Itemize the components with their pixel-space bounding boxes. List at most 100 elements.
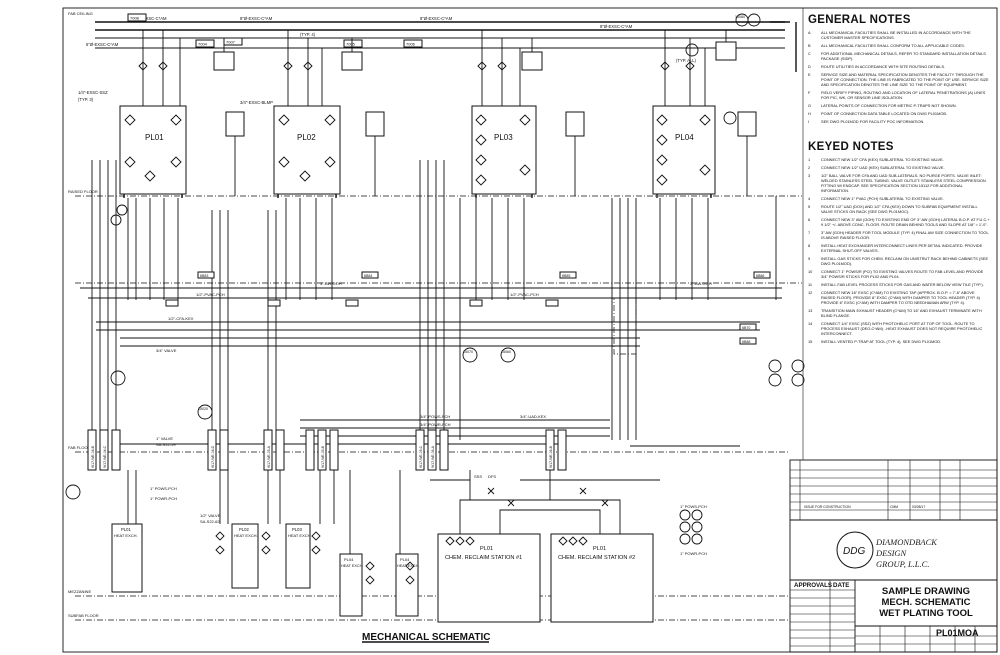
keyed-note-id: 7 (808, 230, 811, 236)
header-8in-label-c: 8"Ø-EXSC-C*AM (600, 24, 633, 29)
fab-ceiling-label: FAB CEILING (68, 11, 93, 16)
hx-pl03-tag: PL03 (292, 527, 302, 532)
riser-tag-5: W17-WE-05-B (321, 445, 325, 468)
damper-symbols (138, 61, 695, 71)
chem-reclaim-station-1: PL01 CHEM. RECLAIM STATION #1 (437, 533, 541, 623)
pvac-pch-label: 1/2"-PVAC-PCH (196, 292, 225, 297)
general-note-text: POINT OF CONNECTION DATA TABLE LOCATED O… (821, 111, 948, 117)
general-note-id: C (808, 51, 811, 57)
general-note-text: LATERAL POINTS OF CONNECTION FOR METRIC … (821, 103, 957, 109)
general-note-text: ALL MECHANICAL FACILITIES SHALL CONFORM … (821, 43, 965, 48)
station-piping (430, 470, 660, 534)
exsc-blmp-label: 3/4"-EXSC-BLMP (240, 100, 273, 105)
hx-pl04b-tag: PL04 (400, 557, 410, 562)
issue-text: ISSUE FOR CONSTRUCTION (804, 505, 851, 509)
keyed-note-id: 5 (808, 204, 811, 210)
tag-15070: 15070 (463, 350, 473, 354)
keyed-note: 7 3" AW (GOH) HEADER FOR TOOL MODULE (TYP… (806, 230, 990, 241)
keyed-note-id: 13 (808, 308, 813, 314)
keyed-note-id: 14 (808, 321, 813, 327)
exsc-6in-label: 6"Ø-EXSC-C*AM (86, 42, 119, 47)
keyed-note-text: CONNECT 1/4" EXSC (SSZ) WITH PHOTOHELIC … (821, 321, 983, 337)
keyed-note-id: 2 (808, 165, 811, 171)
exsc-ssz-label: 1/4"-EXSC-SSZ (78, 90, 108, 95)
drawing-title: SAMPLE DRAWING MECH. SCHEMATIC WET PLATI… (856, 586, 996, 619)
tag-6b83: 6B83 (200, 274, 208, 278)
title-block: ISSUE FOR CONSTRUCTION CMM 03/08/17 APPR… (789, 459, 998, 653)
subfab-floor-label: SUBFAB FLOOR (68, 613, 99, 618)
general-note-id: F (808, 90, 811, 96)
tag-6b88: 6B88 (742, 340, 750, 344)
hx-pl01-tag: PL01 (121, 527, 131, 532)
hx-pl04-tag: PL04 (344, 557, 354, 562)
keyed-note-id: 1 (808, 157, 811, 163)
general-note-text: FIELD VERIFY PIPING, ROUTING AND LOCATIO… (821, 90, 986, 100)
vacuum-wand-boxes (225, 111, 757, 196)
general-note: G LATERAL POINTS OF CONNECTION FOR METRIC… (806, 103, 990, 109)
riser-tag-4: W17-WE-05-A (267, 445, 271, 468)
heat-exchanger-pl04: PL04 HEAT EXCH. PL04 HEAT EXCH. (339, 553, 419, 617)
pows-pch-label: 3/4"-POWS-PCH (420, 414, 450, 419)
heat-exchanger-pl03: PL03 HEAT EXCH. (285, 523, 312, 589)
riser-tag-2: W17-WE-04-C (103, 445, 107, 468)
keyed-note: 1 CONNECT NEW 1/2" CFA (KEX) SUBLATERAL T… (806, 157, 990, 163)
keyed-note-id: 8 (808, 243, 811, 249)
general-note-id: B (808, 43, 811, 48)
keyed-notes-heading: KEYED NOTES (808, 141, 894, 154)
tool-pl02-label: PL02 (297, 133, 316, 142)
heat-exchanger-pl01: PL01 HEAT EXCH. (111, 523, 143, 593)
keyed-note-text: CONNECT NEW 1/2" CFA (KEX) SUBLATERAL TO… (821, 157, 944, 163)
exhaust-headers (95, 21, 790, 49)
powr-1in-label: 1" POWR-PCH (150, 496, 177, 501)
drawing-title-line-3: WET PLATING TOOL (879, 608, 973, 619)
general-note-id: G (808, 103, 812, 109)
tool-pl01: PL01 (119, 105, 187, 195)
keyed-note-text: 1/2" BALL VALVE FOR CFA AND UAD SUB-LATE… (821, 173, 986, 194)
drawing-title-line-2: MECH. SCHEMATIC (881, 597, 971, 608)
keyed-note-text: CONNECT NEW 16" EXSC (C*AM) TO EXISTING … (821, 290, 980, 306)
company-logo: DDG (836, 531, 874, 569)
keyed-note-text: INSTALL GAS STICKS FOR CHEM. RECLAIM ON … (821, 256, 989, 267)
cfa-kex-label: 1/2"-CFA-KEX (168, 316, 194, 321)
tool-pl04: PL04 (652, 105, 716, 195)
mezzanine-label: MEZZANINE (68, 589, 91, 594)
approvals-label: APPROVALS (794, 582, 832, 589)
tag-7008: 7008 (130, 16, 140, 21)
typ4-label: (TYP. 4) (300, 32, 316, 37)
fab-floor-label: FAB FLOOR (68, 445, 91, 450)
vacuum-panel (613, 297, 637, 355)
valve-sa2-label: SA-S22-59 (156, 442, 176, 447)
keyed-note-id: 15 (808, 339, 813, 345)
riser-lines (91, 160, 777, 440)
drawing-number: PL01MOA (936, 628, 979, 638)
keyed-notes-list: 1 CONNECT NEW 1/2" CFA (KEX) SUBLATERAL T… (806, 157, 990, 345)
riser-tag-texts: W17-WE-04-B W17-WE-04-C W17-WE-04-D W17-… (91, 445, 553, 468)
keyed-note-id: 9 (808, 256, 811, 262)
keyed-note-text: ROUTE 1/2" UAD (DOX) AND 1/2" CFA (KEX) … (821, 204, 978, 215)
aw-goh-label-b: 3"-AW-GOH (690, 281, 712, 286)
tag-15080: 15080 (735, 15, 745, 19)
hx-pl04-label: HEAT EXCH. (341, 564, 363, 568)
keyed-note-text: CONNECT NEW 3" AW (GOH) TO EXISTING END … (821, 217, 990, 228)
tag-6b84: 6B84 (364, 274, 372, 278)
riser-tag-strips (87, 429, 567, 471)
general-note-text: SEE DWG PL01MOD FOR FACILITY POC INFORMA… (821, 119, 925, 125)
tool-pl03: PL03 (471, 105, 537, 195)
tag-7005: 7005 (346, 42, 356, 47)
distribution-lines (80, 287, 782, 447)
riser-tag-3: W17-WE-04-D (211, 445, 215, 468)
keyed-note: 9 INSTALL GAS STICKS FOR CHEM. RECLAIM ON… (806, 256, 990, 267)
hx-pl02-tag: PL02 (239, 527, 249, 532)
tag-15060: 15060 (501, 350, 511, 354)
general-note: B ALL MECHANICAL FACILITIES SHALL CONFORM… (806, 43, 990, 49)
company-name: DIAMONDBACK DESIGN GROUP, L.L.C. (876, 537, 937, 570)
keyed-note-text: 3" AW (GOH) HEADER FOR TOOL MODULE (TYP.… (821, 230, 989, 241)
